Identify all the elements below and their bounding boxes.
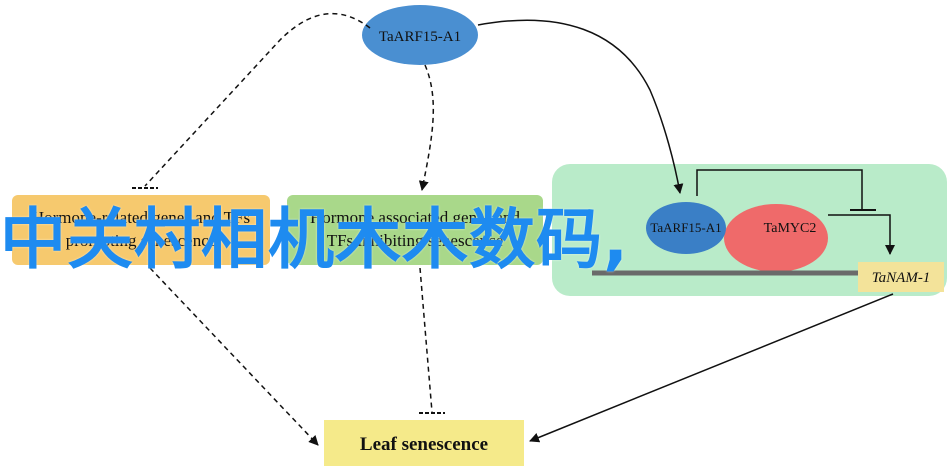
edge-inhibit-to-leaf [419, 267, 433, 413]
taarf15-label: TaARF15-A1 [379, 29, 461, 45]
module-myc2-label: TaMYC2 [764, 221, 817, 236]
edge-module-to-nam1 [828, 214, 895, 255]
module-myc2-ellipse [724, 204, 828, 272]
nam1-box [858, 262, 944, 292]
promote-box [12, 195, 270, 265]
edge-taarf-to-module [477, 19, 684, 194]
edge-promote-to-leaf [149, 267, 319, 446]
taarf15-ellipse [362, 5, 478, 65]
edge-taarf-inhibit-promote [144, 12, 371, 187]
promote-label-line1: Hormone-related genes and TFs [32, 208, 250, 227]
inhibit-box [287, 195, 543, 265]
module-bracket [696, 169, 863, 210]
leaf-label: Leaf senescence [360, 434, 488, 455]
promote-label-line2: promoting senescence [66, 231, 217, 250]
module-taarf-label: TaARF15-A1 [650, 220, 721, 235]
nam1-label: TaNAM-1 [872, 270, 931, 286]
edge-taarf-promote-inhibit [418, 64, 435, 191]
module-taarf-ellipse [646, 202, 726, 254]
leaf-box [324, 420, 524, 466]
inhibit-label-line2: TFs inhibiting senescence [327, 231, 504, 250]
inhibit-label-line1: Hormone associated genes and [310, 208, 521, 227]
edge-nam1-to-leaf [529, 293, 894, 443]
